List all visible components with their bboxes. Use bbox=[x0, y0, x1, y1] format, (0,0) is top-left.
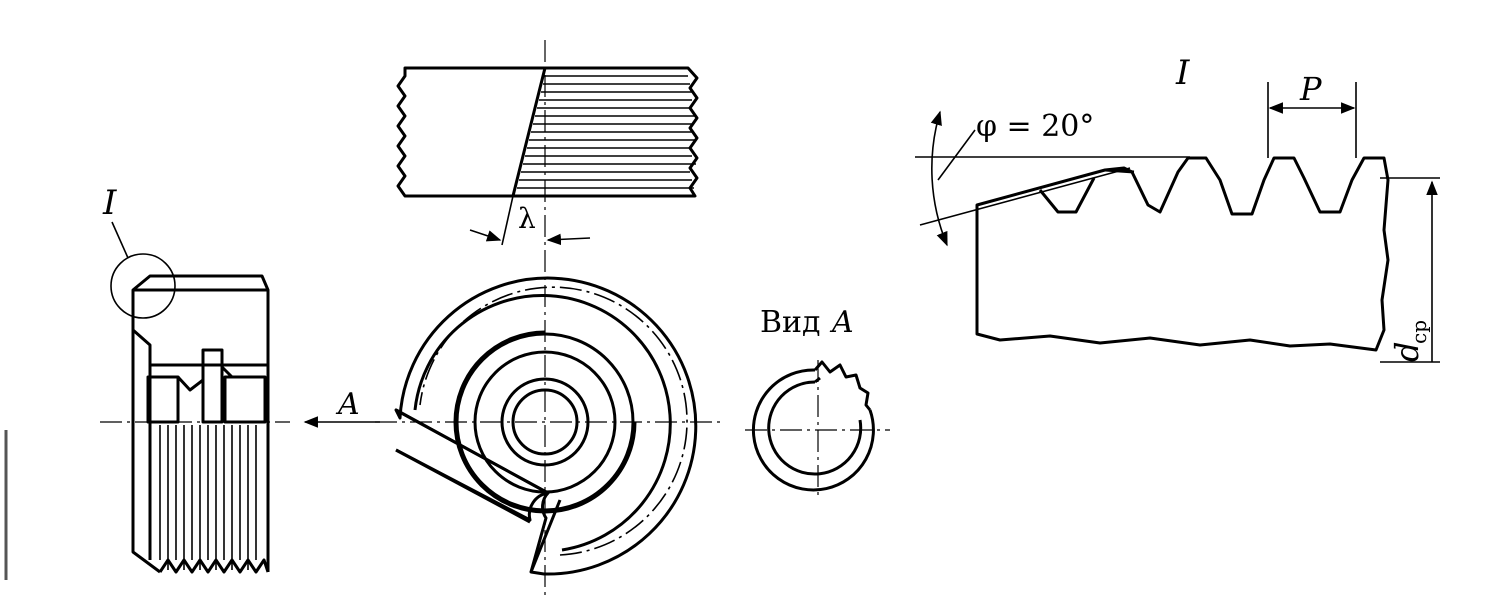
side-section-view bbox=[100, 221, 290, 574]
top-thread-view bbox=[396, 66, 699, 246]
view-a-ring bbox=[745, 360, 890, 500]
pitch-label: P bbox=[1299, 70, 1322, 108]
diameter-label: d ср bbox=[1388, 320, 1431, 362]
front-spiral-view bbox=[375, 40, 720, 600]
view-a-title-letter: A bbox=[829, 305, 854, 340]
view-a-title-word: Вид bbox=[760, 305, 821, 340]
lambda-label: λ bbox=[518, 202, 536, 235]
detail-label-left: I bbox=[102, 183, 117, 223]
angle-label: φ = 20° bbox=[976, 109, 1094, 144]
detail-label-right: I bbox=[1175, 53, 1190, 93]
diameter-subscript: ср bbox=[1407, 320, 1431, 344]
detail-thread-profile bbox=[915, 82, 1440, 363]
view-arrow-label: A bbox=[335, 387, 360, 422]
diameter-letter: d bbox=[1388, 342, 1426, 362]
